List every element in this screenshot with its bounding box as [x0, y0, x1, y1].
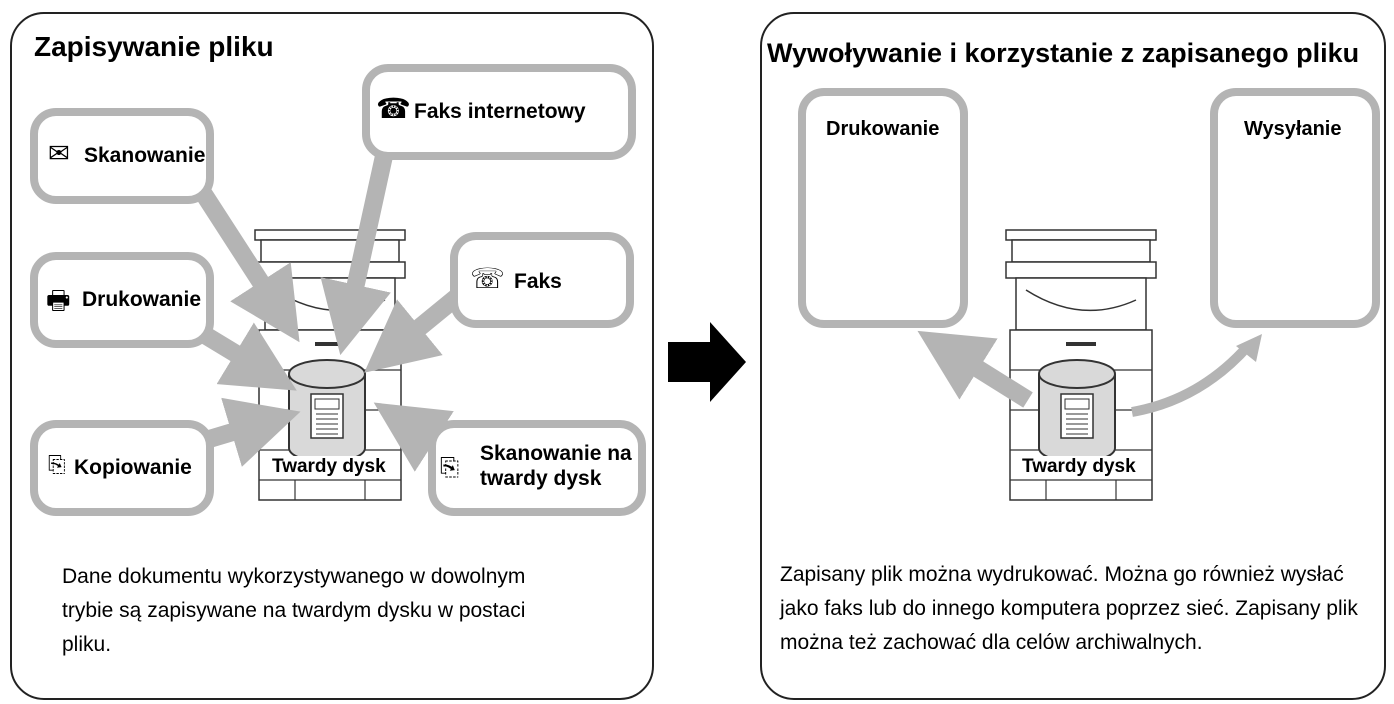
flow-arrow	[668, 322, 746, 402]
hdd-drum-right	[1038, 359, 1116, 463]
bubble-ifax	[362, 64, 636, 160]
send-arrow	[1131, 342, 1252, 417]
bubble-print	[30, 252, 214, 348]
bubble-scan	[30, 108, 214, 204]
envelope-scan-icon: ✉	[48, 138, 70, 168]
globe-phone-icon: ☎	[376, 93, 411, 124]
mode-print-label: Drukowanie	[82, 288, 202, 311]
output-print-label: Drukowanie	[826, 118, 940, 140]
mode-copy-label: Kopiowanie	[74, 456, 192, 479]
bubble-fax	[450, 232, 634, 328]
bubble-output-send	[1210, 88, 1380, 328]
bubble-copy	[30, 420, 214, 516]
mode-ifax-label: Faks internetowy	[414, 100, 586, 123]
copy-icon: ⎘	[48, 452, 66, 477]
left-panel-title: Zapisywanie pliku	[34, 31, 274, 62]
mode-fax-label: Faks	[514, 270, 562, 293]
left-description: Dane dokumentu wykorzystywanego w dowoln…	[62, 565, 526, 656]
phone-document-icon: ☏	[470, 263, 506, 294]
mode-scan-hdd-label-line2: twardy dysk	[480, 467, 602, 490]
input-arrows	[188, 154, 464, 472]
computer-print-icon: 🖶	[46, 285, 71, 315]
right-description: Zapisany plik można wydrukować. Można go…	[780, 563, 1358, 654]
scan-hdd-icon: ⎘	[440, 454, 460, 481]
bubble-output-print	[798, 88, 968, 328]
mode-scan-label: Skanowanie	[84, 144, 206, 167]
mode-scan-hdd-label-line1: Skanowanie na	[480, 442, 632, 465]
storage-label-right: Twardy dysk	[1020, 456, 1138, 478]
hdd-drum-left	[288, 359, 366, 463]
storage-label-left: Twardy dysk	[270, 456, 388, 478]
output-send-label: Wysyłanie	[1244, 118, 1342, 140]
right-panel-title: Wywoływanie i korzystanie z zapisanego p…	[767, 38, 1360, 68]
send-arrow-head	[1236, 334, 1262, 362]
output-arrows	[917, 330, 1033, 408]
bubble-scan-hdd	[428, 420, 646, 516]
